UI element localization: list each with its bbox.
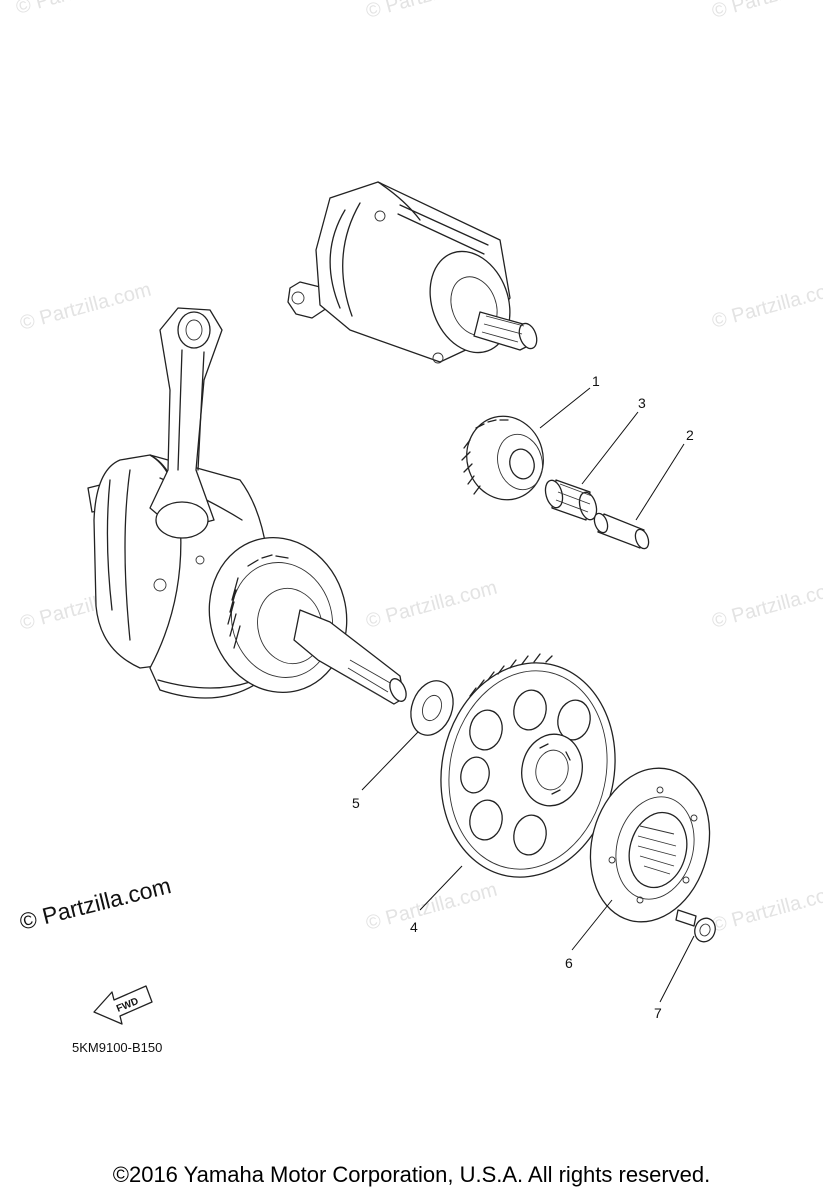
watermark: © Partzilla.com [710,277,823,333]
bolt [675,909,716,943]
watermark: © Partzilla.com [14,0,150,19]
callout-4: 4 [410,919,418,935]
watermark: © Partzilla.com [710,0,823,23]
callout-5: 5 [352,795,360,811]
watermark: © Partzilla.com [18,279,154,335]
watermark: © Partzilla.com [710,881,823,937]
starter-wheel-gear [440,653,616,878]
watermark: © Partzilla.com [364,879,500,935]
shaft-pin [593,512,650,550]
callout-2: 2 [686,427,694,443]
brand-mark: © Partzilla.com [17,872,174,935]
callout-3: 3 [638,395,646,411]
callouts: 1 2 3 4 5 6 7 [352,373,694,1021]
watermark: © Partzilla.com [364,577,500,633]
copyright-notice: ©2016 Yamaha Motor Corporation, U.S.A. A… [112,1162,711,1187]
callout-6: 6 [565,955,573,971]
idle-gear [461,415,544,501]
diagram-code: 5KM9100-B150 [72,1040,162,1055]
needle-bearing [544,479,598,521]
callout-7: 7 [654,1005,662,1021]
starter-clutch [589,767,711,923]
crankshaft [87,307,407,705]
callout-1: 1 [592,373,600,389]
watermark: © Partzilla.com [710,577,823,633]
watermark: © Partzilla.com [364,0,500,23]
leader-lines [361,387,695,1003]
starter-motor [287,181,538,364]
fwd-arrow-icon: FWD [93,985,153,1025]
washer [410,680,454,736]
